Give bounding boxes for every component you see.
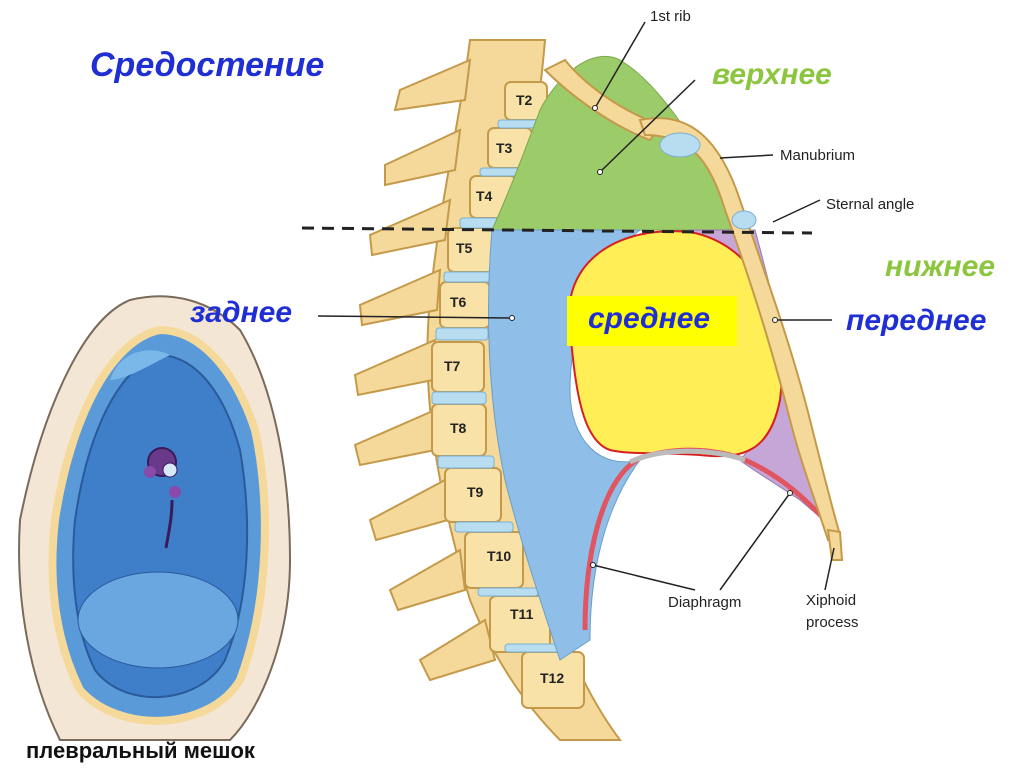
xiphoid-label-line2: process	[806, 614, 859, 631]
diaphragmatic-pleura	[77, 571, 239, 669]
diaphragm-central-tendon	[628, 448, 746, 465]
intervertebral-discs	[431, 119, 568, 653]
costal-cartilage	[659, 132, 701, 158]
first-rib-label: 1st rib	[650, 8, 691, 25]
middle-label: среднее	[588, 302, 711, 335]
inferior-label: нижнее	[885, 250, 996, 283]
vertebra-label: T3	[496, 140, 513, 156]
leader-lines	[317, 21, 835, 591]
middle-label-background	[567, 296, 737, 346]
anterior-label: переднее	[846, 304, 987, 337]
vertebra-label: T5	[456, 240, 473, 256]
diaphragm-label: Diaphragm	[668, 594, 742, 611]
posterior-label: заднее	[190, 296, 293, 329]
apex-of-lung	[110, 350, 170, 380]
pleural-sac-illustration	[18, 295, 292, 741]
diagram-title: Средостение	[90, 46, 325, 84]
vertebra-label: T7	[444, 358, 461, 374]
sternal-angle-joint	[731, 210, 757, 230]
vertebra-label: T11	[510, 606, 534, 622]
vertebra-label: T6	[450, 294, 467, 310]
manubrium-label: Manubrium	[780, 147, 856, 164]
vertebra-label: T4	[476, 188, 493, 204]
vertebra-label: T8	[450, 420, 467, 436]
spinous-processes	[353, 58, 497, 682]
superior-label: верхнее	[712, 58, 832, 91]
vertebra-label: T2	[516, 92, 533, 108]
pleural-sac-label: плевральный мешок	[26, 738, 255, 763]
division-line	[301, 226, 813, 235]
sternal-angle-label: Sternal angle	[826, 196, 915, 213]
vertebra-label: T9	[467, 484, 484, 500]
xiphoid-process	[826, 528, 844, 561]
vertebra-label: T12	[540, 670, 565, 686]
vertebra-label: T10	[487, 548, 512, 564]
leader-dots	[509, 105, 793, 568]
xiphoid-label-line1: Xiphoid	[806, 592, 857, 609]
